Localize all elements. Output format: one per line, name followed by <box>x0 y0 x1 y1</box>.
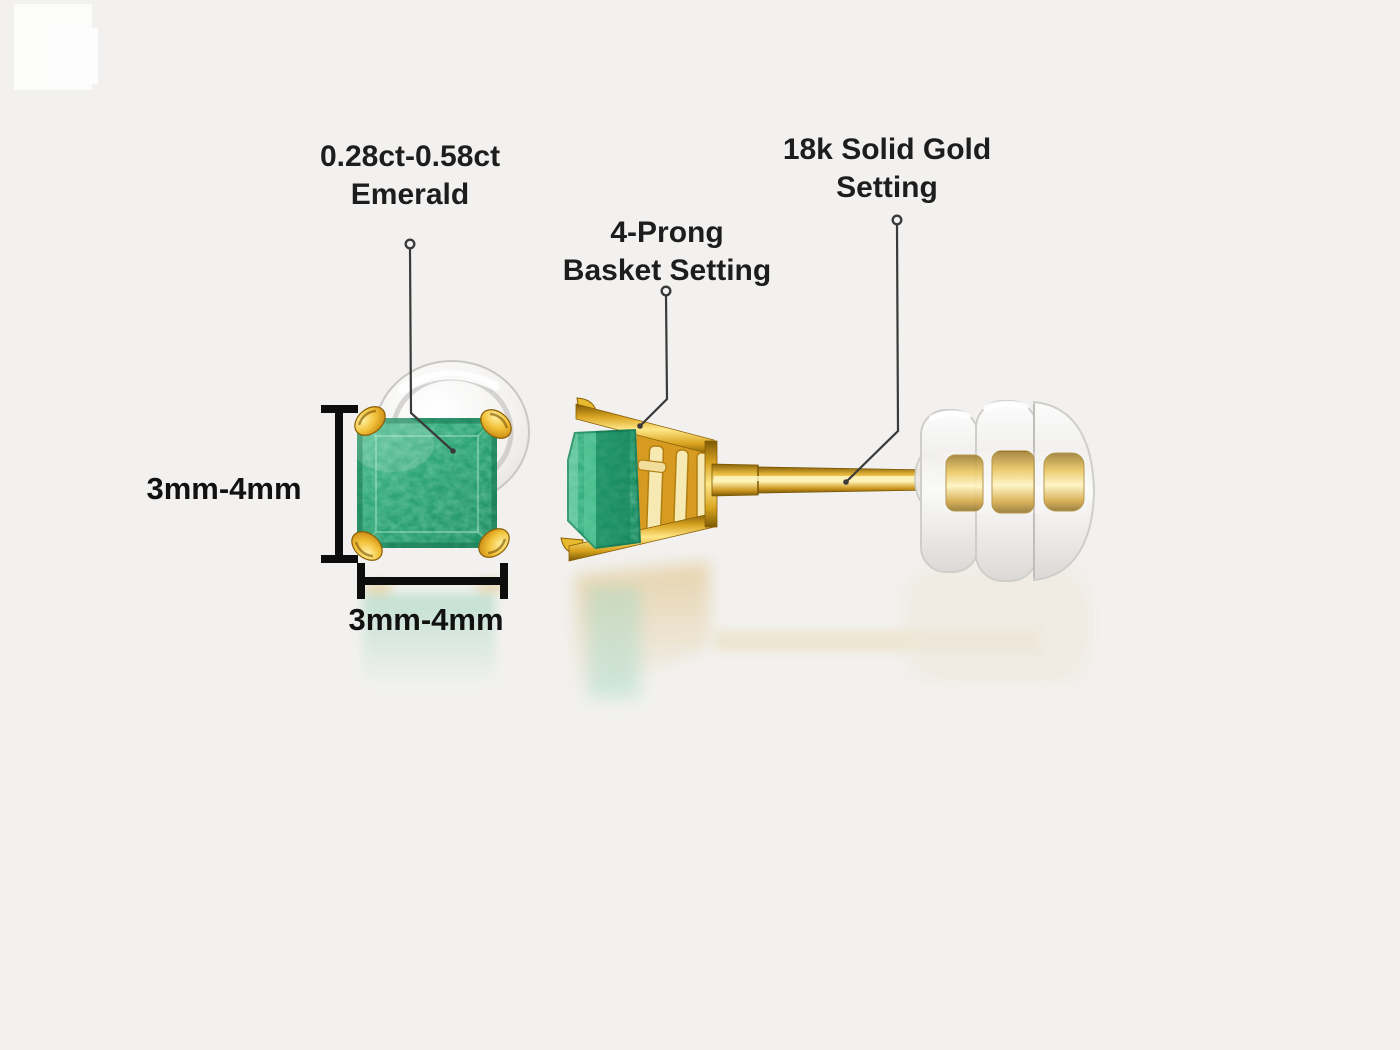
basket-leader-line <box>637 285 672 429</box>
emerald-stone-front <box>357 418 497 548</box>
post-through-silicone <box>945 450 1085 514</box>
emerald-label-line2: Emerald <box>350 178 470 211</box>
background-highlight-patch <box>14 4 98 90</box>
emerald-leader-line <box>404 238 456 454</box>
gold-prongs-front <box>351 406 512 561</box>
surface-reflections <box>363 562 1091 700</box>
gold-label-line2: Setting <box>836 171 938 204</box>
width-dimension-label: 3mm-4mm <box>348 602 504 637</box>
side-view-earring <box>560 397 1096 582</box>
leader-lines <box>404 214 903 485</box>
dimension-marks <box>321 405 508 599</box>
gold-leader-line <box>843 214 903 485</box>
emerald-annotation-label: 0.28ct-0.58ct Emerald <box>290 138 530 214</box>
basket-annotation-label: 4-Prong Basket Setting <box>537 214 797 290</box>
emerald-label-line1: 0.28ct-0.58ct <box>319 140 501 173</box>
height-dimension-bar <box>321 405 358 563</box>
front-view-earring <box>351 360 530 561</box>
silicone-back-barrel <box>914 400 1096 582</box>
gold-post <box>711 463 935 497</box>
gold-label-line1: 18k Solid Gold <box>782 133 992 166</box>
emerald-stone-side <box>567 429 641 549</box>
basket-label-line1: 4-Prong <box>610 216 724 249</box>
basket-label-line2: Basket Setting <box>562 254 772 287</box>
gold-annotation-label: 18k Solid Gold Setting <box>767 131 1007 207</box>
height-dimension-label: 3mm-4mm <box>146 471 302 506</box>
basket-setting <box>560 397 718 562</box>
width-dimension-bar <box>357 563 508 599</box>
